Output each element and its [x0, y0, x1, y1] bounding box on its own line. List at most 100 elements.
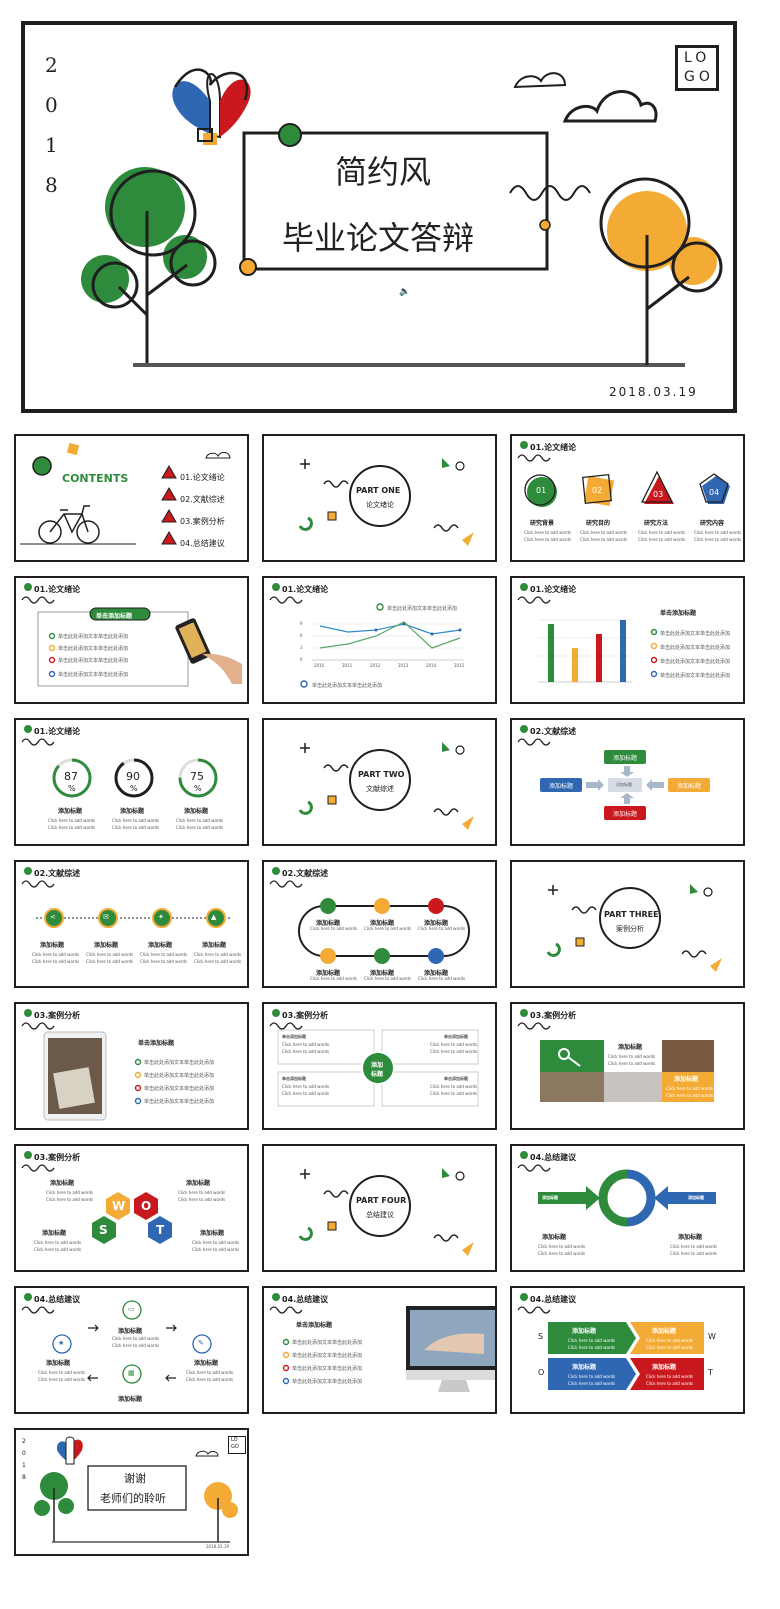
year-digit: 8 — [45, 173, 58, 197]
part-sub: 案例分析 — [616, 925, 644, 933]
part-label: PART THREE — [604, 910, 659, 919]
caption: Click here to add words — [638, 530, 686, 535]
part-label: PART TWO — [358, 770, 405, 779]
caption: Click here to add words — [646, 1338, 694, 1343]
pill-title: 单击添加标题 — [96, 613, 133, 620]
list-text: 单击此处添加文本单击此处添加 — [58, 658, 129, 664]
caption: Click here to add words — [666, 1086, 714, 1091]
percent-value: 75 — [190, 770, 204, 783]
mail-icon: ✉ — [103, 913, 109, 921]
slide-icon-timeline: 02.文献综述 < ✉ ✦ ▲ 添加标题 添加标题 添加标题 添加标题 Clic… — [14, 860, 249, 988]
logo-text: LO — [684, 50, 711, 66]
box-heading: 单击添加标题 — [282, 1034, 306, 1039]
caption: Click here to add words — [86, 959, 134, 964]
caption: Click here to add words — [112, 818, 160, 823]
slide-monitor: 04.总结建议 单击添加标题 单击此处添加文本单击此处添加 单击此处添加文本单击… — [262, 1286, 497, 1414]
slide-header: 02.文献综述 — [34, 869, 81, 878]
caption: Click here to add words — [638, 537, 686, 542]
flow-label: 添加标题 — [613, 811, 638, 818]
caption: Click here to add words — [568, 1374, 616, 1379]
logo-box: LO GO — [228, 1436, 246, 1454]
part-label: PART FOUR — [356, 1196, 407, 1205]
contents-title: CONTENTS — [62, 472, 129, 485]
add-title: 添加标题 — [674, 1076, 699, 1083]
add-title: 添加标题 — [194, 1360, 219, 1367]
cover-illustration — [81, 68, 723, 367]
slide-contents: CONTENTS 01.论文绪论 02.文献综述 03.案例分析 04.总结建议 — [14, 434, 249, 562]
caption: Click here to add words — [666, 1093, 714, 1098]
legend-text: 单击此处添加文本单击此处添加 — [387, 606, 458, 612]
caption: Click here to add words — [34, 1240, 82, 1245]
bar-chart — [517, 583, 658, 683]
list-text: 单击此处添加文本单击此处添加 — [144, 1086, 215, 1092]
caption: Click here to add words — [282, 1049, 330, 1054]
logo-text: GO — [231, 1444, 239, 1450]
y-tick: 6 — [300, 633, 303, 638]
x-tick: 2013 — [398, 663, 409, 668]
x-tick: 2011 — [342, 663, 353, 668]
swot-letter: O — [538, 1368, 545, 1377]
thanks-line2: 老师们的聆听 — [100, 1492, 166, 1505]
arrow-label: 添加标题 — [688, 1195, 704, 1200]
caption: Click here to add words — [282, 1084, 330, 1089]
arrow-label: 添加标题 — [542, 1195, 558, 1200]
part-decor — [298, 1168, 474, 1256]
add-title: 添加标题 — [678, 1234, 703, 1241]
list-text: 单击此处添加文本单击此处添加 — [660, 645, 731, 651]
monitor-image — [269, 1293, 495, 1392]
slide-tablet: 03.案例分析 单击添加标题 单击此处添加文本单击此处添加 单击此处添加文本单击… — [14, 1002, 249, 1130]
add-title: 添加标题 — [118, 1328, 143, 1335]
caption: Click here to add words — [430, 1084, 478, 1089]
list-text: 单击此处添加文本单击此处添加 — [292, 1353, 363, 1359]
slide-percent: 01.论文绪论 87 90 75 % % % 添加标题 添加标题 添加标题 Cl… — [14, 718, 249, 846]
slide-header: 01.论文绪论 — [282, 585, 329, 594]
list-text: 单击此处添加文本单击此处添加 — [660, 631, 731, 637]
list-text: 单击此处添加文本单击此处添加 — [144, 1099, 215, 1105]
year-digit: 2 — [45, 53, 58, 77]
slide-part-one: PART ONE 论文绪论 — [262, 434, 497, 562]
list-text: 单击此处添加文本单击此处添加 — [292, 1340, 363, 1346]
percent-sign: % — [68, 784, 76, 793]
slide-header: 04.总结建议 — [34, 1295, 81, 1304]
swot-blocks — [517, 1293, 704, 1390]
speaker-icon: 🔈 — [399, 287, 411, 297]
add-title: 添加标题 — [370, 920, 395, 927]
slide-header: 01.论文绪论 — [530, 443, 577, 452]
contents-item[interactable]: 03.案例分析 — [180, 517, 225, 526]
caption: Click here to add words — [46, 1197, 94, 1202]
caption: Click here to add words — [48, 818, 96, 823]
share-icon: < — [50, 913, 56, 921]
contents-item[interactable]: 01.论文绪论 — [180, 473, 225, 482]
slide-four-boxes: 03.案例分析 添加 标题 单击添加标题 Click here to add w… — [262, 1002, 497, 1130]
list-text: 单击此处添加文本单击此处添加 — [58, 646, 129, 652]
percent-value: 87 — [64, 770, 78, 783]
research-label: 研究背景 — [530, 520, 555, 527]
slide-header: 01.论文绪论 — [530, 585, 577, 594]
list-text: 单击此处添加文本单击此处添加 — [660, 659, 731, 665]
icon-cycle — [21, 1293, 212, 1384]
list-text: 单击此处添加文本单击此处添加 — [144, 1060, 215, 1066]
cover-title-line1: 简约风 — [335, 153, 432, 191]
x-tick: 2012 — [370, 663, 381, 668]
slide-bar-chart: 01.论文绪论 单击添加标题 单击此处添加文本单击此处添加 单击此处添加文本单击… — [510, 576, 745, 704]
y-tick: 3 — [300, 645, 303, 650]
research-label: 研究目的 — [586, 520, 611, 527]
research-label: 研究方法 — [644, 520, 669, 527]
add-title: 添加标题 — [58, 808, 83, 815]
add-title: 添加标题 — [572, 1364, 597, 1371]
caption: Click here to add words — [524, 537, 572, 542]
caption: Click here to add words — [524, 530, 572, 535]
four-boxes — [269, 1009, 479, 1107]
slide-phone-list: 01.论文绪论 单击添加标题 单击此处添加文本单击此处添加 单击此处添加文本单击… — [14, 576, 249, 704]
list-text: 单击此处添加文本单击此处添加 — [292, 1366, 363, 1372]
contents-item[interactable]: 04.总结建议 — [180, 539, 225, 548]
slide-photo-grid: 03.案例分析 添加标题 Click here to add words Cli… — [510, 1002, 745, 1130]
caption: Click here to add words — [34, 1247, 82, 1252]
caption: Click here to add words — [192, 1240, 240, 1245]
flow-label: 添加标题 — [613, 755, 638, 762]
slide-flow-cross: 02.文献综述 添加标题 添加标题 添加标题 添加标题 添加标题 — [510, 718, 745, 846]
research-num: 02 — [592, 486, 603, 495]
map-icon: ▦ — [128, 1369, 135, 1377]
slide-part-two: PART TWO 文献综述 — [262, 718, 497, 846]
contents-item[interactable]: 02.文献综述 — [180, 495, 225, 504]
